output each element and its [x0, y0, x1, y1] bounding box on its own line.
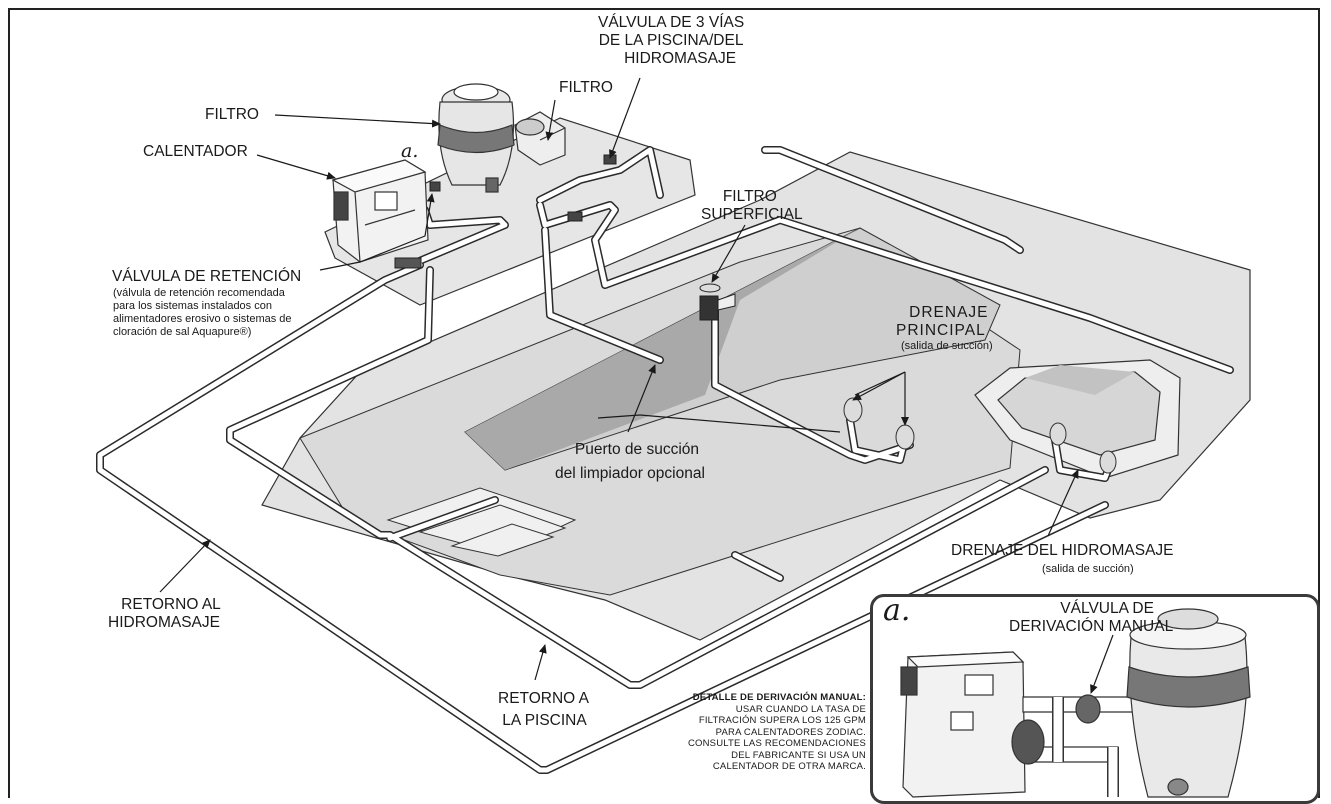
main-filter — [437, 83, 515, 193]
heater-label: CALENTADOR — [143, 143, 248, 160]
check-valve-note: (válvula de retención recomendada para l… — [113, 287, 292, 338]
inset-marker: a. — [883, 593, 911, 628]
pool-return-label: RETORNO A LA PISCINA — [498, 690, 590, 729]
bypass-inset: a. VÁLVULA DE DERIVACIÓN MANUAL — [870, 593, 1320, 804]
pool-steps — [386, 487, 577, 557]
valves — [394, 154, 617, 269]
filter-label: FILTRO — [205, 106, 259, 123]
check-valve-label: VÁLVULA DE RETENCIÓN — [112, 268, 302, 285]
three-way-valve-label: VÁLVULA DE 3 VÍAS DE LA PISCINA/DEL HIDR… — [598, 14, 745, 67]
pool-shadow-band — [465, 228, 860, 470]
cleaner-port-label: Puerto de succión del limpiador opcional — [555, 441, 705, 482]
drains — [843, 397, 1117, 474]
spa — [974, 359, 1181, 479]
heater — [331, 159, 429, 263]
bypass-valve-label: VÁLVULA DE DERIVACIÓN MANUAL — [1009, 600, 1174, 635]
spa-return-label: RETORNO AL HIDROMASAJE — [108, 596, 221, 631]
detail-marker: a. — [401, 140, 419, 162]
spa-drain-label: DRENAJE DEL HIDROMASAJE — [951, 542, 1174, 559]
pump-filter-label: FILTRO — [559, 79, 613, 96]
leader-lines — [159, 77, 1079, 681]
spa-drain-note: (salida de succión) — [1042, 563, 1134, 575]
main-drain-label: DRENAJE PRINCIPAL (salida de succión) — [896, 304, 993, 352]
skimmer — [699, 283, 736, 321]
bypass-detail-note: DETALLE DE DERIVACIÓN MANUAL: USAR CUAND… — [687, 692, 866, 772]
inset-artwork — [900, 608, 1251, 798]
skimmer-label: FILTRO SUPERFICIAL — [701, 188, 803, 223]
bypass-detail-title: DETALLE DE DERIVACIÓN MANUAL: — [692, 692, 866, 703]
pump — [514, 111, 566, 166]
diagram-frame — [8, 8, 1320, 798]
